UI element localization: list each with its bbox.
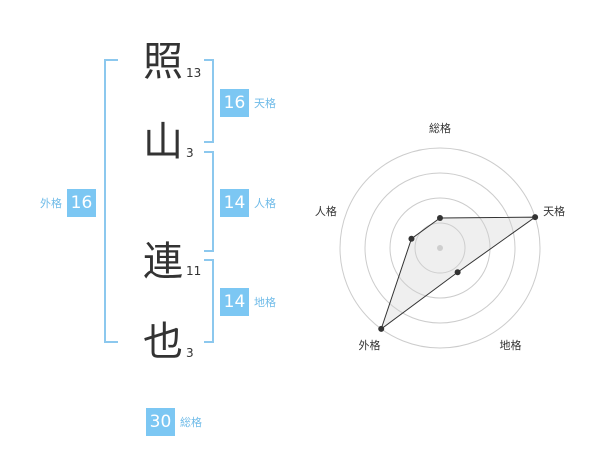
radar-axis-label-1: 総格 (429, 121, 451, 135)
stroke-count-2: 3 (186, 146, 194, 160)
stroke-count-4: 3 (186, 346, 194, 360)
chikaku-bracket (204, 259, 214, 343)
radar-point-1 (437, 215, 443, 221)
chikaku-value: 14 (220, 288, 249, 316)
radar-axis-label-2: 天格 (543, 204, 565, 218)
jinkaku-badge: 14 人格 (220, 189, 276, 217)
radar-ring-4 (339, 147, 541, 349)
radar-ring-3 (364, 172, 516, 324)
gaikaku-bracket (104, 59, 118, 343)
radar-axis-label-3: 地格 (500, 338, 522, 352)
radar-point-3 (454, 269, 461, 276)
tenkaku-badge: 16 天格 (220, 89, 276, 117)
radar-data-polygon (380, 216, 537, 331)
tenkaku-value: 16 (220, 89, 249, 117)
gaikaku-label: 外格 (40, 197, 62, 210)
radar-point-2 (532, 214, 539, 221)
chikaku-badge: 14 地格 (220, 288, 276, 316)
name-char-3: 連 (143, 239, 183, 285)
tenkaku-label: 天格 (254, 97, 276, 110)
radar-ring-1 (414, 222, 466, 274)
jinkaku-bracket (204, 151, 214, 252)
radar-point-4 (378, 325, 385, 332)
chikaku-label: 地格 (254, 296, 276, 309)
gaikaku-badge: 外格 16 (40, 189, 96, 217)
soukaku-badge: 30 総格 (146, 408, 202, 436)
soukaku-label: 総格 (180, 416, 202, 429)
stroke-count-1: 13 (186, 66, 202, 80)
radar-ring-2 (389, 197, 491, 299)
radar-axis-label-4: 外格 (358, 338, 380, 352)
radar-axis-label-5: 人格 (315, 204, 337, 218)
name-char-2: 山 (143, 119, 183, 165)
radar-point-5 (408, 235, 415, 242)
soukaku-value: 30 (146, 408, 175, 436)
gaikaku-value: 16 (67, 189, 96, 217)
radar-center-dot (437, 245, 443, 251)
tenkaku-bracket (204, 59, 214, 143)
name-char-1: 照 (143, 39, 183, 85)
jinkaku-label: 人格 (254, 197, 276, 210)
name-char-4: 也 (143, 319, 183, 365)
jinkaku-value: 14 (220, 189, 249, 217)
stroke-count-3: 11 (186, 264, 202, 278)
